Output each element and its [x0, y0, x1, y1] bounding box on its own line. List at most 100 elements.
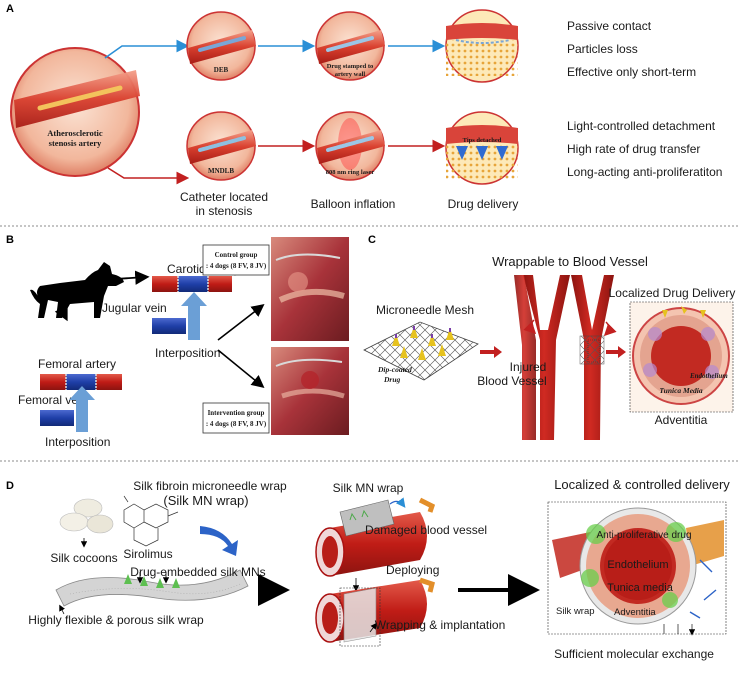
step-drug-delivery: Drug delivery — [448, 197, 519, 211]
note-high-transfer: High rate of drug transfer — [567, 142, 700, 156]
localized-delivery-label: Localized Drug Delivery — [609, 286, 736, 300]
sirolimus-label: Sirolimus — [123, 547, 172, 561]
stenosis-caption-2: stenosis artery — [49, 138, 102, 148]
panel-a-label: A — [6, 3, 14, 15]
endothelium-c: Endothelium — [689, 372, 728, 380]
step-catheter-line1: Catheter located — [180, 190, 268, 204]
arrow-dog-carotid — [99, 270, 150, 285]
adventitia-d-label: Adventitia — [614, 607, 656, 618]
silk-wrap-d-label: Silk wrap — [556, 606, 595, 617]
drug-mns-label: Drug-embedded silk MNs — [130, 565, 265, 579]
damaged-vessel-top — [315, 497, 436, 577]
interposition-top-label: Interposition — [155, 346, 220, 360]
laser-caption: 808 nm ring laser — [326, 169, 375, 176]
wrap-pointer — [59, 604, 66, 615]
deb-circle: DEB — [186, 11, 256, 81]
curved-arrow-icon — [200, 526, 238, 556]
antiprolif-label: Anti-proliferative drug — [596, 530, 691, 541]
wrapped-blood-vessel — [571, 275, 614, 440]
drug-stamped-circle: Drug stamped to artery wall — [315, 11, 385, 81]
deploying-label: Deploying — [386, 563, 439, 577]
femoral-vein-segment — [40, 410, 74, 426]
injured-line1: Injured — [510, 360, 547, 374]
stamped-caption-2: artery wall — [335, 71, 366, 78]
step-balloon: Balloon inflation — [311, 197, 396, 211]
stamped-caption-1: Drug stamped to — [327, 63, 374, 70]
intervention-surgery-photo — [271, 347, 349, 435]
panel-d-label: D — [6, 480, 14, 492]
femoral-vein-label: Femoral vein — [18, 393, 87, 407]
note-short-term: Effective only short-term — [567, 65, 696, 79]
step-catheter-line2: in stenosis — [196, 204, 253, 218]
jugular-segment — [152, 318, 186, 334]
arrow-to-zoom — [606, 346, 626, 358]
control-line1: Control group — [215, 251, 258, 259]
microneedle-mesh — [363, 321, 479, 381]
silk-cocoons-label: Silk cocoons — [50, 551, 117, 565]
tips-detached-circle: Tips detached — [445, 111, 519, 185]
dip-line1: Dip-coated — [377, 365, 412, 374]
silk-wrap-sheet — [55, 569, 249, 607]
microneedle-mesh-label: Microneedle Mesh — [376, 303, 474, 317]
wrapping-pointer — [369, 622, 377, 633]
exchange-label: Sufficient molecular exchange — [554, 647, 714, 661]
deploy-arrow-icon — [389, 497, 406, 508]
localized-controlled-label: Localized & controlled delivery — [554, 477, 730, 492]
stenosis-caption-1: Atherosclerotic — [47, 128, 103, 138]
interposition-bottom-label: Interposition — [45, 435, 110, 449]
note-long-acting: Long-acting anti-proliferatiton — [567, 165, 722, 179]
intervention-line2: : 4 dogs (8 FV, 8 JV) — [206, 420, 267, 428]
tunica-c: Tunica Media — [659, 386, 703, 395]
arrow-mesh-to-vessel — [480, 346, 502, 358]
interposition-arrow-top — [181, 292, 207, 340]
interposition-arrow-bottom — [69, 386, 95, 432]
arrow-dog-femoral — [54, 305, 68, 322]
dip-line2: Drug — [383, 375, 401, 384]
injured-blood-vessel — [514, 275, 570, 440]
adventitia-c: Adventitia — [655, 413, 708, 427]
wrapping-label: Wrapping & implantation — [375, 618, 506, 632]
panel-b-label: B — [6, 234, 14, 246]
stenosis-artery-circle: Atherosclerotic stenosis artery — [10, 47, 140, 177]
wrapped-vessel-bottom — [315, 577, 435, 647]
arrow-to-control — [217, 304, 265, 341]
note-passive-contact: Passive contact — [567, 19, 652, 33]
panel-c-label: C — [368, 234, 376, 246]
control-line2: : 4 dogs (8 FV, 8 JV) — [206, 262, 267, 270]
control-box — [202, 244, 270, 276]
intervention-box — [202, 402, 270, 434]
vessel-cross-section-d — [552, 507, 724, 625]
wrappable-title: Wrappable to Blood Vessel — [492, 254, 648, 269]
passive-result-circle — [445, 9, 519, 83]
femoral-artery-label: Femoral artery — [38, 357, 116, 371]
silk-mn-wrap-label: Silk MN wrap — [333, 481, 404, 495]
sirolimus-structure-icon — [123, 495, 179, 547]
deb-caption: DEB — [214, 66, 229, 74]
endothelium-d: Endothelium — [607, 559, 668, 571]
note-light-controlled: Light-controlled detachment — [567, 119, 716, 133]
tunica-d: Tunica media — [607, 582, 674, 594]
wrap-arrow-right — [603, 321, 617, 337]
note-particles-loss: Particles loss — [567, 42, 638, 56]
wrap-title-1: Silk fibroin microneedle wrap — [133, 479, 287, 493]
wrap-title-2: (Silk MN wrap) — [163, 493, 248, 508]
wrap-arrow-left — [523, 319, 537, 335]
damaged-vessel-label: Damaged blood vessel — [365, 523, 487, 537]
arrow-to-deb — [104, 39, 190, 59]
silk-cocoons-icon — [59, 498, 114, 534]
arrow-to-mndlb — [107, 167, 190, 185]
arrow-to-intervention — [217, 349, 265, 389]
vessel-cross-section-c — [632, 306, 730, 405]
tips-caption: Tips detached — [463, 137, 502, 144]
zoom-source-box — [587, 339, 601, 363]
jugular-label: Jugular vein — [102, 301, 167, 315]
mndlb-circle: MNDLB — [186, 111, 256, 181]
dog-icon — [30, 262, 124, 318]
control-surgery-photo — [271, 237, 349, 341]
intervention-line1: Intervention group — [208, 409, 265, 417]
femoral-graft — [40, 374, 122, 390]
mndlb-caption: MNDLB — [208, 167, 234, 175]
laser-circle: 808 nm ring laser — [315, 111, 385, 181]
carotid-graft — [152, 276, 232, 292]
